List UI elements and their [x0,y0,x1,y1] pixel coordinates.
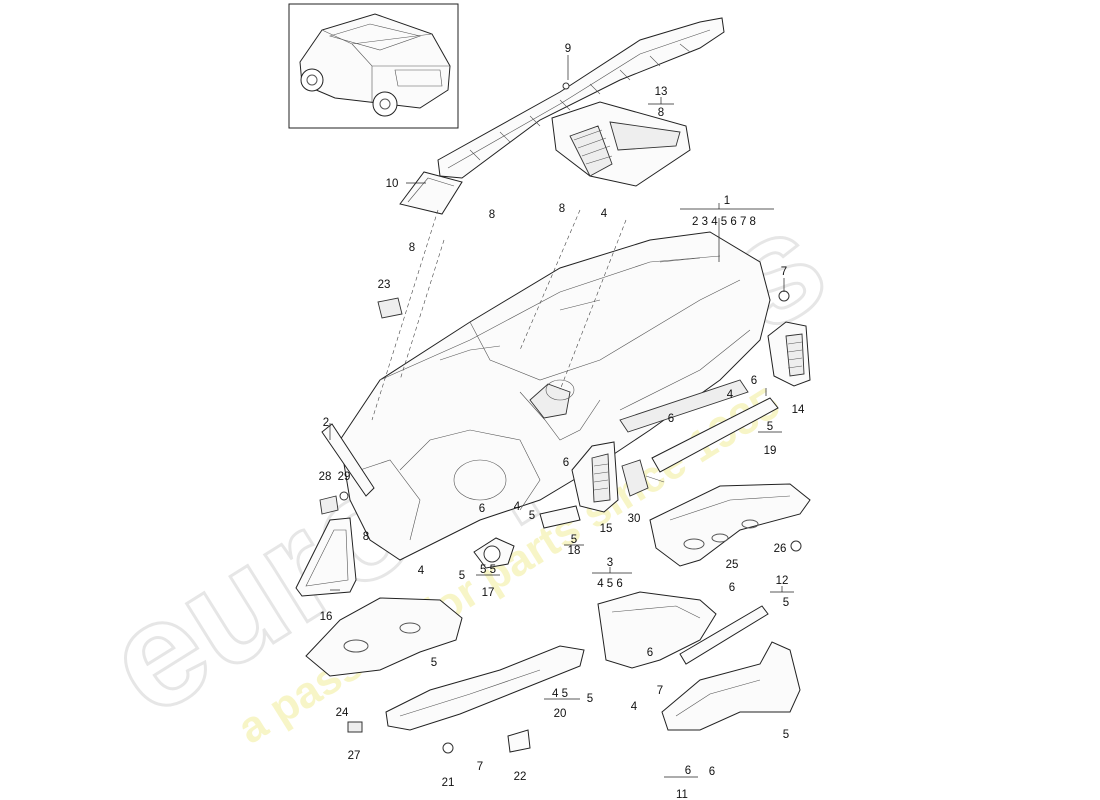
callout-c19s: 5 [767,421,773,433]
callout-c5d: 5 [587,693,593,705]
callout-c13s: 8 [658,107,664,119]
callout-c11: 11 [676,789,688,800]
screw-7a [778,290,790,302]
callout-c20s: 4 5 [552,688,568,700]
callout-c18: 18 [568,545,581,557]
callout-c22: 22 [514,771,527,783]
strip-12 [679,605,769,665]
callout-c5b: 5 [529,510,535,522]
screw-26 [790,540,802,552]
center-vent-13 [551,101,691,187]
vent-15 [571,441,619,513]
callout-c5c: 5 [431,657,437,669]
callout-c8d: 8 [363,531,369,543]
lower-trim-24 [305,597,463,677]
callout-c4d: 4 [727,389,734,401]
callout-c24: 24 [336,707,349,719]
switch-28 [319,495,339,515]
dashboard-carrier-1 [339,231,771,561]
callout-c4c: 4 [514,501,521,513]
vent-14 [767,321,811,387]
callout-c28: 28 [319,471,332,483]
callout-c6d: 6 [751,375,757,387]
callout-c6c: 6 [668,413,674,425]
callout-c1s: 2 3 4 5 6 7 8 [692,216,756,228]
callout-c17: 17 [482,587,495,599]
callout-c13: 13 [655,86,668,98]
callout-c10: 10 [386,178,399,190]
dashed-leaders [371,209,627,421]
lower-panel-25 [649,483,811,567]
callout-c29: 29 [338,471,351,483]
end-cap-10 [399,171,463,215]
trim-strip-9 [437,17,725,179]
vehicle-thumbnail [288,3,459,129]
callout-c12: 12 [776,575,789,587]
callout-c15: 15 [600,523,613,535]
trim-19 [651,397,779,473]
leader-lines [329,55,785,591]
clip-23 [377,297,403,319]
callout-c23: 23 [378,279,391,291]
callout-c9: 9 [565,43,571,55]
knee-panel-20 [385,645,585,731]
glove-box-3 [597,591,717,669]
callout-c18s: 5 [571,534,577,546]
side-strip-2 [321,423,375,497]
callout-c5a: 5 [459,570,465,582]
callout-c19: 19 [764,445,777,457]
callout-c7b: 7 [657,685,663,697]
callout-c6f: 6 [647,647,653,659]
lower-trim-11 [661,641,801,731]
sensor-30 [621,459,665,497]
callout-c3: 3 [607,557,613,569]
callout-c5e: 5 [783,729,789,741]
callout-c7a: 7 [781,266,787,278]
callout-c4a: 4 [601,208,608,220]
callout-c7c: 7 [477,761,483,773]
callout-c11s: 6 [685,765,691,777]
screw-21 [442,742,454,754]
callout-c6a: 6 [479,503,485,515]
callout-c20: 20 [554,708,567,720]
panel-18 [539,505,581,529]
vent-17 [473,537,515,569]
clip-27 [347,721,363,733]
callout-c21: 21 [442,777,455,789]
callout-c30: 30 [628,513,641,525]
callout-c12s: 5 [783,597,789,609]
callout-c6g: 6 [709,766,715,778]
callout-c8c: 8 [409,242,415,254]
callout-c26: 26 [774,543,787,555]
callout-c8a: 8 [489,209,495,221]
callout-c4e: 4 [631,701,638,713]
clip-29 [339,491,349,501]
callout-c4b: 4 [418,565,425,577]
callout-c17s: 5 5 [480,564,496,576]
callout-c2: 2 [323,417,329,429]
callout-c6e: 6 [729,582,735,594]
callout-c27: 27 [348,750,361,762]
callout-brackets [476,97,794,778]
callout-c1: 1 [724,195,730,207]
callout-c8b: 8 [559,203,565,215]
callout-c25: 25 [726,559,739,571]
callout-c6b: 6 [563,457,569,469]
vent-22 [507,729,531,753]
callout-c14: 14 [792,404,805,416]
callout-c3s: 4 5 6 [597,578,623,590]
callout-c16: 16 [320,611,333,623]
side-panel-16 [295,517,357,597]
